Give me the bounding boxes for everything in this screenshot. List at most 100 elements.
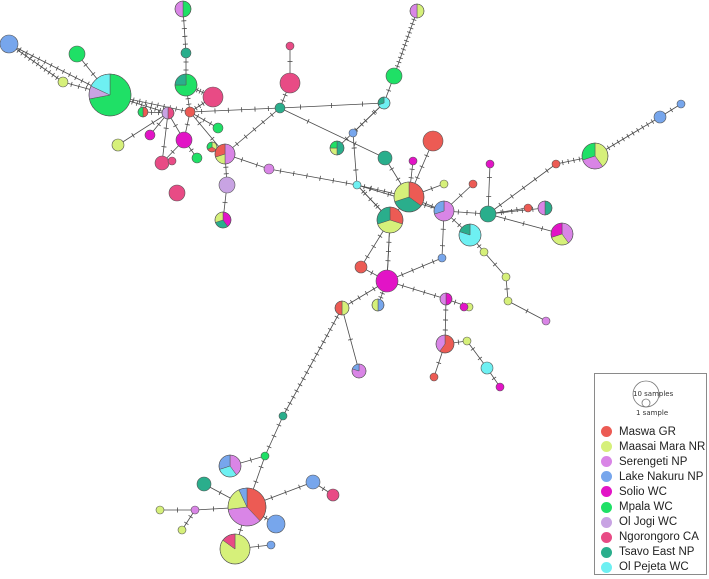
haplotype-node <box>377 150 393 166</box>
mutation-tick <box>423 289 426 295</box>
legend-label-maswa: Maswa GR <box>619 425 676 438</box>
haplotype-node <box>191 152 203 164</box>
mutation-tick <box>387 191 390 197</box>
mutation-tick <box>158 108 162 114</box>
haplotype-node <box>537 200 553 216</box>
haplotype-node <box>137 106 149 118</box>
legend-list: Maswa GR Maasai Mara NR Serengeti NP Lak… <box>601 424 705 575</box>
pie-slice <box>480 361 494 375</box>
mutation-tick <box>90 72 96 76</box>
mutation-tick <box>400 272 404 278</box>
mutation-tick <box>270 495 273 501</box>
mutation-tick <box>151 120 155 125</box>
haplotype-node <box>408 156 418 166</box>
mutation-tick <box>431 259 435 265</box>
mutation-tick <box>396 60 402 64</box>
pie-slice <box>352 180 362 190</box>
legend-label-solio: Solio WC <box>619 485 667 498</box>
pie-slice <box>326 488 340 502</box>
mutation-tick <box>31 53 34 59</box>
mutation-tick <box>405 35 411 38</box>
mutation-tick <box>430 186 433 192</box>
mutation-tick <box>49 62 53 68</box>
mutation-tick <box>561 160 564 166</box>
mutation-tick <box>83 62 88 67</box>
pie-slice <box>182 0 192 18</box>
pie-slice <box>336 140 345 156</box>
haplotype-node <box>279 72 301 94</box>
mutation-tick <box>294 389 300 393</box>
legend-swatch-olpejeta <box>601 561 612 573</box>
haplotype-node <box>523 203 533 213</box>
pie-slice <box>479 247 489 257</box>
pie-slice <box>437 253 447 263</box>
mutation-tick <box>511 208 513 215</box>
haplotype-node <box>263 163 275 175</box>
mutation-tick <box>292 170 295 177</box>
mutation-tick <box>181 107 183 113</box>
pie-slice <box>537 200 546 216</box>
haplotype-node <box>422 130 444 152</box>
mutation-tick <box>371 244 376 249</box>
legend-swatch-serengeti <box>601 456 612 468</box>
haplotype-node <box>501 272 511 282</box>
legend-label-olpejeta: Ol Pejeta WC <box>619 561 689 574</box>
mutation-tick <box>314 352 320 356</box>
mutation-tick <box>412 286 415 292</box>
haplotype-node <box>184 106 196 118</box>
mutation-tick <box>457 222 462 228</box>
haplotype-node <box>266 540 276 550</box>
pie-slice <box>168 184 186 202</box>
mutation-tick <box>327 327 333 332</box>
pie-slice <box>416 3 425 19</box>
haplotype-node <box>154 155 170 171</box>
haplotype-node <box>196 476 212 492</box>
pie-slice <box>190 505 200 515</box>
haplotype-node <box>676 99 686 109</box>
haplotype-node <box>503 296 513 306</box>
mutation-tick <box>269 112 274 118</box>
mutation-tick <box>334 315 340 319</box>
mutation-tick <box>370 270 374 276</box>
mutation-tick <box>32 59 36 64</box>
pie-slice <box>501 272 511 282</box>
legend-label-ngorongoro: Ngorongoro CA <box>619 531 699 544</box>
pie-slice <box>260 451 270 461</box>
mutation-tick <box>184 521 189 526</box>
mutation-tick <box>533 176 538 182</box>
pie-slice <box>155 505 165 515</box>
mutation-edge <box>487 213 563 235</box>
mutation-tick <box>266 445 272 449</box>
mutation-tick <box>195 87 199 93</box>
haplotype-node <box>653 110 667 124</box>
mutation-tick <box>567 158 570 165</box>
haplotype-node <box>274 102 286 114</box>
mutation-tick <box>332 178 335 184</box>
mutation-tick <box>20 50 24 56</box>
pie-slice <box>174 0 184 18</box>
mutation-tick <box>357 295 361 301</box>
mutation-tick <box>175 106 177 112</box>
mutation-tick <box>55 75 59 81</box>
mutation-edge <box>282 307 343 417</box>
mutation-tick <box>477 356 483 361</box>
mutation-edge <box>487 163 557 215</box>
mutation-tick <box>138 98 141 104</box>
pie-slice <box>142 106 149 118</box>
haplotype-node <box>305 474 321 490</box>
legend-item-nakuru: Lake Nakuru NP <box>601 469 705 484</box>
legend-swatch-tsavo <box>601 546 612 558</box>
mutation-edge <box>393 10 418 77</box>
mutation-tick <box>430 203 434 209</box>
mutation-tick <box>276 423 282 427</box>
mutation-tick <box>39 64 44 70</box>
mutation-tick <box>403 39 409 43</box>
mutation-tick <box>198 88 202 94</box>
mutation-tick <box>408 26 414 30</box>
pie-slice <box>459 302 469 312</box>
mutation-tick <box>201 101 205 106</box>
pie-slice <box>408 156 418 166</box>
mutation-tick <box>202 117 206 123</box>
legend-label-mpala: Mpala WC <box>619 501 673 514</box>
mutation-tick <box>353 141 357 147</box>
